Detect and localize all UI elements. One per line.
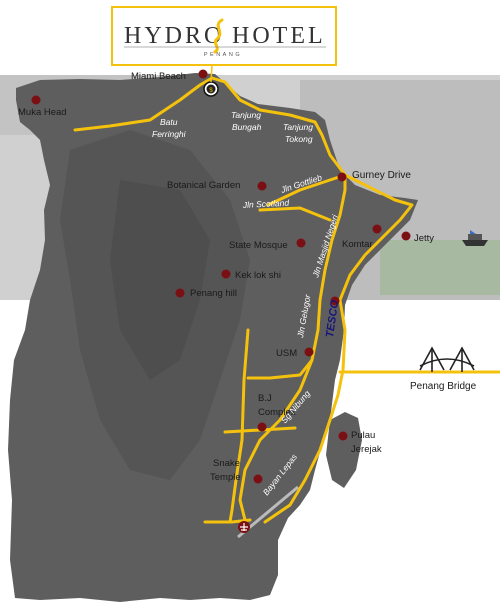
logo-subtitle: PENANG (204, 52, 242, 58)
label-jln-scotland: Jln Scotland (242, 198, 290, 210)
label-jln-tunku-kudin: Jln Tunku Kudin (351, 301, 372, 363)
marker-gurney-drive[interactable] (337, 172, 347, 182)
marker-pulau-jerejak[interactable] (338, 431, 348, 441)
label-snake-temple-2: Temple (210, 472, 241, 483)
marker-jetty[interactable] (401, 231, 411, 241)
label-usm: USM (276, 348, 297, 359)
bridge-icon (419, 346, 475, 372)
label-penang-hill: Penang hill (190, 288, 237, 299)
label-tanjung-tokong-2: Tokong (285, 134, 313, 144)
marker-komtar[interactable] (372, 224, 382, 234)
label-komtar: Komtar (342, 239, 373, 250)
tunku-kudin-road (328, 298, 347, 422)
label-gurney-drive: Gurney Drive (352, 170, 411, 181)
hills-shading-2 (110, 180, 210, 380)
marker-snake-temple[interactable] (253, 474, 263, 484)
label-jetty: Jetty (414, 233, 434, 244)
logo-right-word: HOTEL (232, 23, 326, 49)
marker-bj-complex[interactable] (257, 422, 267, 432)
label-miami-beach: Miami Beach (131, 71, 186, 82)
hotel-marker-icon[interactable]: $ (203, 81, 219, 97)
label-pulau-jerejak-2: Jerejak (351, 444, 382, 455)
label-tesco: TESCO (324, 299, 341, 339)
label-tanjung-tokong-1: Tanjung (283, 122, 313, 132)
label-state-mosque: State Mosque (229, 240, 288, 251)
gurney-road (338, 173, 414, 302)
west-road (228, 328, 250, 524)
marker-state-mosque[interactable] (296, 238, 306, 248)
pulau-jerejak-island (326, 412, 362, 488)
marker-miami-beach[interactable] (198, 69, 208, 79)
label-pulau-jerejak-1: Pulau (351, 430, 375, 441)
logo-left-word: HYDRO (124, 23, 224, 49)
label-botanical-garden: Botanical Garden (167, 180, 240, 191)
flame-s-logo-icon (213, 18, 224, 54)
label-snake-temple-1: Snake (213, 458, 240, 469)
label-tanjung-bungah-1: Tanjung (231, 110, 261, 120)
marker-tesco[interactable] (330, 296, 340, 306)
label-bj-complex-1: B.J (258, 393, 272, 404)
hotel-logo[interactable]: HYDRO HOTEL PENANG (111, 6, 337, 83)
gelugor-road (246, 298, 322, 380)
gottlieb-road (266, 173, 347, 207)
label-batu-ferringhi-2: Ferringhi (152, 129, 187, 139)
marker-botanical-garden[interactable] (257, 181, 267, 191)
airport-icon[interactable] (238, 521, 250, 533)
marker-penang-hill[interactable] (175, 288, 185, 298)
label-batu-ferringhi-1: Batu (160, 117, 178, 127)
marker-kek-lok-shi[interactable] (221, 269, 231, 279)
label-penang-bridge: Penang Bridge (410, 381, 477, 392)
coast-south-road (263, 418, 332, 524)
scotland-road (258, 206, 332, 222)
coastal-road (73, 76, 347, 177)
ferry-icon (462, 230, 488, 246)
photo-lawn (380, 240, 500, 295)
label-kek-lok-shi: Kek lok shi (235, 270, 281, 281)
label-tanjung-bungah-2: Bungah (232, 122, 262, 132)
airport-road (203, 518, 252, 524)
masjid-negeri-road (318, 173, 347, 302)
road-network (73, 76, 500, 524)
label-bj-complex-2: Complex (258, 407, 296, 418)
marker-usm[interactable] (304, 347, 314, 357)
svg-text:$: $ (209, 88, 213, 94)
place-markers (31, 69, 411, 484)
sg-nibung-road (238, 358, 314, 522)
marker-muka-head[interactable] (31, 95, 41, 105)
label-muka-head: Muka Head (18, 107, 67, 118)
